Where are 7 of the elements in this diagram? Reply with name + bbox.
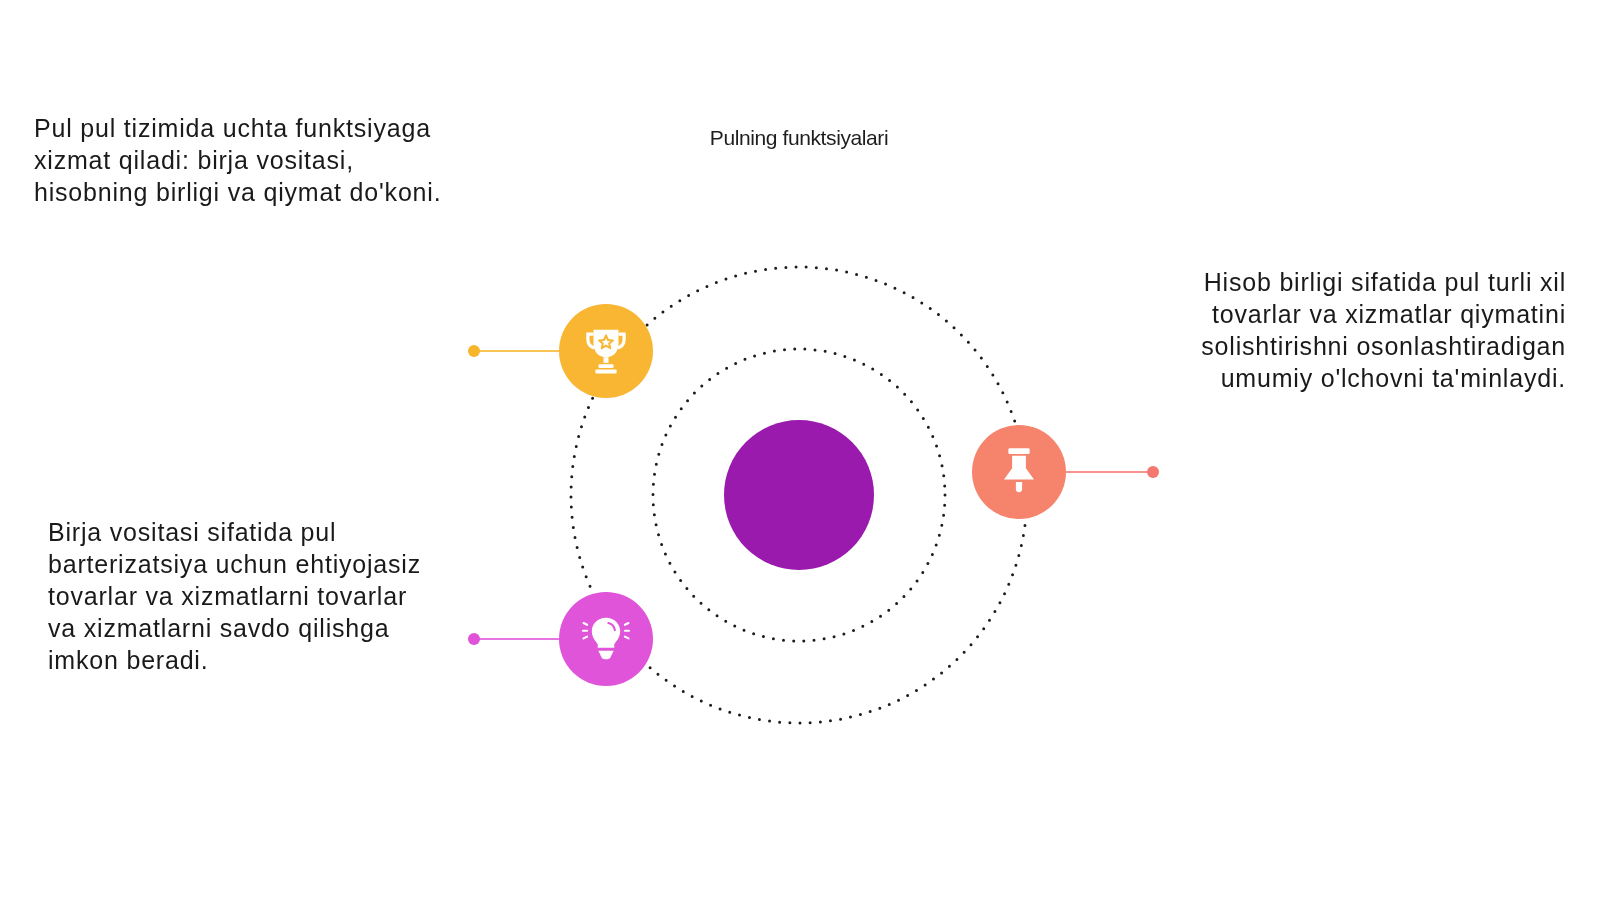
- leader-line: [1065, 466, 1159, 478]
- leader-line: [468, 633, 560, 645]
- description-text: Birja vositasi sifatida pul barterizatsiya uchun ehtiyojasiz tovarlar va xizmatlarni tovarlar va xizmatlarni savdo qilishga imkon beradi.: [48, 517, 422, 676]
- leader-line: [468, 345, 560, 357]
- description-text: Hisob birligi sifatida pul turli xil tovarlar va xizmatlar qiymatini solishtirishni osonlashtiradigan umumiy o'lchovni ta'minlaydi.: [1200, 267, 1566, 394]
- description-text: Pul pul tizimida uchta funktsiyaga xizmat qiladi: birja vositasi, hisobning birligi va qiymat do'koni.: [34, 113, 443, 208]
- diagram-title: Pulning funktsiyalari: [709, 125, 889, 151]
